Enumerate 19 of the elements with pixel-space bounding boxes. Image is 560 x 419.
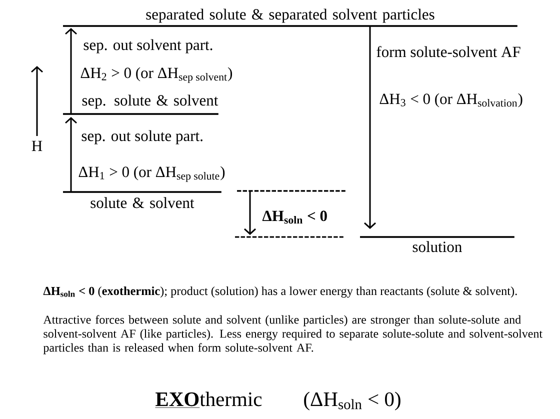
axis-label: H — [32, 140, 42, 151]
arrow — [244, 190, 256, 235]
energy-level: sep. solute & solvent — [63, 94, 218, 115]
heading-text: (ΔH$_{soln}$ < 0) — [304, 392, 400, 410]
edge-label: ΔH$_{soln}$ < 0 — [262, 210, 327, 224]
dashed-level-line — [237, 190, 346, 192]
arrow — [364, 26, 376, 229]
edge-label: form solute-solvent AF — [376, 46, 520, 58]
arrow — [65, 116, 77, 192]
edge-label: sep. out solute part. — [82, 130, 202, 144]
edge-label: sep. out solvent part. — [84, 39, 212, 54]
arrow — [65, 28, 77, 114]
note-paragraph: Attractive forces between solute and solvent (unlike particles) are stronger than solute-solute and solvent-solvent AF (like particles). Less energy required to separate solute-solute and solvent-solvent particles than is released when form solute-solvent AF. — [43, 315, 542, 354]
energy-level: separated solute & separated solvent particles — [63, 8, 518, 27]
note-text: ΔH$_{soln}$ < 0 (exothermic); product (solution) has a lower energy than reactants (solute & solvent). — [43, 286, 517, 298]
energy-level: solution — [360, 236, 514, 252]
dashed-level-line — [235, 236, 344, 238]
energy-level: solute & solvent — [63, 191, 222, 208]
heading-text: EXOthermic — [155, 392, 262, 408]
